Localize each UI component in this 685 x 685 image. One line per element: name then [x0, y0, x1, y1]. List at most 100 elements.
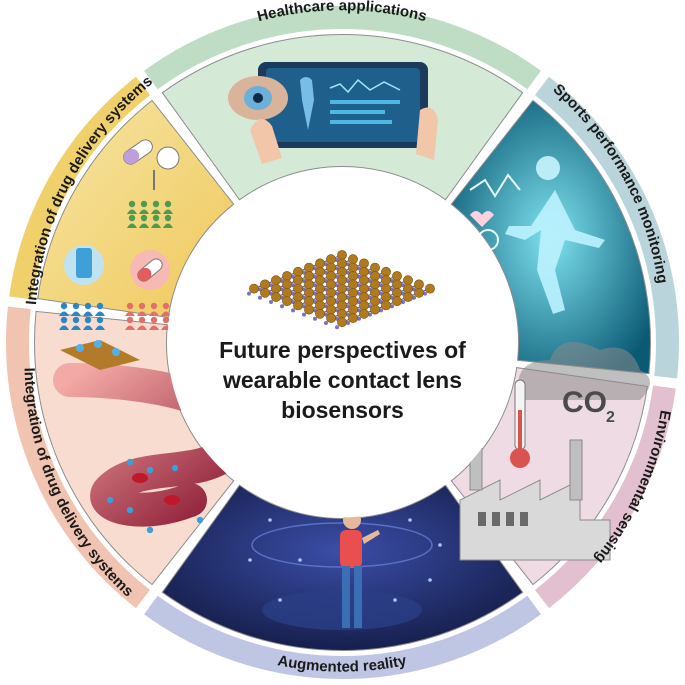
atom — [392, 271, 402, 281]
ar-particle — [428, 578, 432, 582]
ar-particle — [298, 558, 302, 562]
atom — [348, 279, 358, 290]
person-icon — [96, 302, 104, 310]
center-circle — [167, 167, 518, 518]
atom — [260, 287, 270, 298]
person-icon — [96, 316, 104, 324]
atom — [304, 296, 314, 307]
heart-rate-line — [329, 78, 401, 94]
atom — [337, 266, 347, 277]
atom — [414, 287, 424, 298]
atom — [425, 283, 435, 294]
person-icon — [138, 316, 146, 324]
atom — [326, 271, 336, 281]
atom — [370, 304, 380, 315]
tablet-pill-icon — [156, 146, 180, 170]
atom — [359, 292, 369, 302]
sports-illustration — [469, 156, 605, 314]
atom — [370, 279, 380, 290]
atom — [282, 271, 292, 281]
center-title-line1: Future perspectives of — [219, 337, 466, 363]
hand-left-icon — [250, 118, 282, 164]
atom — [293, 275, 303, 286]
atom — [348, 304, 358, 315]
segment-label-ar: Augmented reality — [276, 652, 408, 676]
atom — [337, 308, 347, 319]
nanomaterial-lattice-icon — [247, 250, 435, 330]
segment-band-ar — [139, 591, 546, 682]
person-icon — [126, 316, 134, 324]
atom — [271, 292, 281, 302]
pill-capsule-icon — [123, 139, 153, 165]
atom — [271, 275, 281, 286]
person-icon — [138, 302, 146, 310]
atom — [392, 296, 402, 307]
pulse-line — [469, 173, 521, 198]
atom — [403, 283, 413, 294]
ar-particle — [393, 598, 397, 602]
person-legs — [342, 566, 350, 628]
atom — [370, 271, 380, 281]
drug-particle — [106, 496, 114, 504]
runner-icon — [505, 190, 605, 314]
atom — [359, 266, 369, 277]
person-icon — [140, 200, 148, 208]
atom — [359, 300, 369, 311]
person-icon — [72, 302, 80, 310]
atom — [315, 258, 325, 269]
drug-particle — [171, 464, 179, 472]
person-icon — [84, 316, 92, 324]
co2-text: CO — [562, 386, 607, 419]
atom — [271, 283, 281, 294]
atom — [326, 304, 336, 315]
patient-group-icon — [125, 302, 171, 330]
atom — [293, 283, 303, 294]
person-icon — [126, 302, 134, 310]
atom — [326, 296, 336, 307]
atom — [348, 262, 358, 273]
person-icon — [150, 316, 158, 324]
person-icon — [128, 200, 136, 208]
atom — [337, 250, 347, 260]
ar-particle — [438, 543, 442, 547]
atom — [304, 279, 314, 290]
segment-band-healthcare — [139, 3, 546, 94]
body-scan-icon — [300, 77, 314, 130]
drug-particle — [146, 526, 154, 534]
drug-upper-illustration — [59, 139, 180, 330]
atom — [337, 292, 347, 302]
person-icon — [162, 316, 170, 324]
healthcare-illustration — [228, 62, 438, 164]
center-title-line2: wearable contact lens — [222, 367, 462, 393]
ar-particle — [278, 598, 282, 602]
person-arm — [362, 530, 380, 544]
atom — [282, 279, 292, 290]
environment-illustration: CO 2 — [459, 342, 650, 561]
atom — [326, 254, 336, 265]
atom — [337, 258, 347, 269]
brain-icon — [536, 156, 560, 180]
person-icon — [162, 302, 170, 310]
atom — [337, 317, 347, 328]
atom — [315, 292, 325, 302]
atom — [403, 275, 413, 286]
drug-particle — [126, 458, 134, 466]
segment-band-sports — [530, 72, 682, 382]
drug-particle — [146, 466, 154, 474]
atom — [282, 287, 292, 298]
segment-band-drug-lower — [3, 303, 155, 613]
atom — [337, 283, 347, 294]
person-icon — [72, 316, 80, 324]
atom — [326, 262, 336, 273]
person-icon — [164, 214, 172, 222]
drug-particles — [106, 458, 204, 534]
atom — [337, 300, 347, 311]
person-icon — [60, 302, 68, 310]
atom — [414, 279, 424, 290]
atom — [359, 258, 369, 269]
atom — [348, 271, 358, 281]
atom — [260, 279, 270, 290]
atom — [359, 308, 369, 319]
